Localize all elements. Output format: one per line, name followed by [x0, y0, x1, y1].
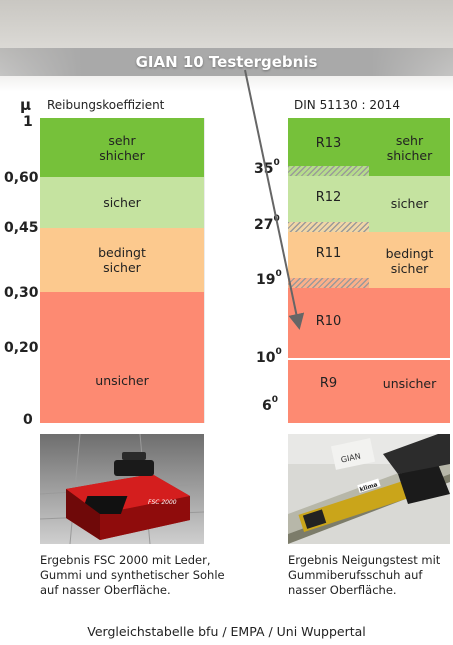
tick-value: 35 — [254, 161, 274, 177]
right-caption: Ergebnis Neigungstest mit Gummiberufssch… — [288, 553, 453, 598]
class-r11: R11 — [315, 246, 342, 261]
fsc-device-image: FSC 2000 — [40, 434, 204, 544]
left-tick-0: 0 — [23, 412, 33, 428]
band-label: sicher — [103, 260, 141, 275]
tick-degree: 0 — [273, 158, 280, 168]
class-r13: R13 — [315, 136, 342, 151]
right-tick-6: 60 — [262, 395, 279, 414]
band-label: shicher — [99, 147, 145, 163]
class-r9: R9 — [319, 376, 338, 391]
right-tick-19: 190 — [256, 269, 282, 288]
right-label-band-safe — [369, 176, 450, 232]
band-label: sehr — [108, 132, 136, 148]
caption-line: nasser Oberfläche. — [288, 583, 397, 597]
left-band-unsafe: unsicher — [40, 292, 204, 423]
caption-line: auf nasser Oberfläche. — [40, 583, 171, 597]
right-tick-10: 100 — [256, 347, 282, 366]
left-tick-045: 0,45 — [4, 220, 39, 236]
right-hatch-r11-r10 — [288, 278, 369, 288]
label-line: sehr — [395, 133, 424, 148]
right-band-r12 — [288, 176, 369, 222]
left-caption: Ergebnis FSC 2000 mit Leder, Gummi und s… — [40, 553, 240, 598]
class-r10: R10 — [315, 314, 342, 329]
tick-value: 27 — [254, 217, 274, 233]
left-chart-frame — [40, 118, 205, 423]
label-line: sicher — [390, 196, 429, 211]
label-line: bedingt — [385, 246, 434, 261]
band-label: unsicher — [95, 373, 149, 388]
right-label-band-unsafe-top — [369, 288, 450, 358]
class-r12: R12 — [315, 190, 342, 205]
right-band-bottom — [288, 398, 369, 423]
right-label-unsafe: unsicher — [369, 376, 450, 391]
tick-degree: 0 — [275, 347, 282, 357]
band-label: bedingt — [98, 245, 146, 260]
left-photo: FSC 2000 — [40, 434, 204, 544]
right-band-r11 — [288, 232, 369, 278]
tick-value: 6 — [262, 398, 272, 414]
right-label-band-conditional — [369, 232, 450, 288]
header-background — [0, 0, 453, 92]
right-tick-35: 350 — [254, 158, 280, 177]
right-photo: GIAN klima — [288, 434, 450, 544]
caption-line: Ergebnis Neigungstest mit — [288, 553, 441, 567]
mu-axis-symbol: μ — [20, 96, 32, 114]
left-chart-header: Reibungskoeffizient — [47, 98, 165, 112]
caption-line: Ergebnis FSC 2000 mit Leder, — [40, 553, 211, 567]
caption-line: Gummiberufsschuh auf — [288, 568, 423, 582]
tick-value: 19 — [256, 272, 276, 288]
title-banner — [0, 48, 453, 76]
left-band-safe: sicher — [40, 177, 204, 228]
right-label-safe: sicher — [369, 196, 450, 211]
left-tick-1: 1 — [23, 114, 33, 130]
right-band-r9 — [288, 360, 369, 398]
right-hatch-r12-r11 — [288, 222, 369, 232]
left-tick-020: 0,20 — [4, 340, 39, 356]
paper-note-text: GIAN — [340, 452, 361, 465]
banner-title: GIAN 10 Testergebnis — [135, 53, 318, 71]
right-label-band-unsafe — [369, 360, 450, 423]
incline-test-image: GIAN klima — [288, 434, 450, 544]
label-line: unsicher — [382, 376, 437, 391]
caption-line: Gummi und synthetischer Sohle — [40, 568, 225, 582]
right-hatch-r13-r12 — [288, 166, 369, 176]
band-label: sicher — [103, 195, 141, 210]
fsc-device-label: FSC 2000 — [148, 499, 177, 506]
footer-text: Vergleichstabelle bfu / EMPA / Uni Wuppe… — [87, 624, 366, 639]
tick-degree: 0 — [271, 395, 279, 405]
tick-degree: 0 — [275, 269, 282, 279]
right-band-r13 — [288, 118, 369, 166]
left-tick-060: 0,60 — [4, 170, 39, 186]
tick-value: 10 — [256, 350, 276, 366]
right-divider-r10-r9 — [288, 358, 450, 360]
arrow-line — [244, 69, 305, 330]
right-chart-header: DIN 51130 : 2014 — [294, 98, 400, 112]
label-line: sicher — [390, 261, 429, 276]
left-tick-030: 0,30 — [4, 285, 39, 301]
label-line: shicher — [386, 148, 433, 163]
right-label-band-very-safe — [369, 118, 450, 176]
